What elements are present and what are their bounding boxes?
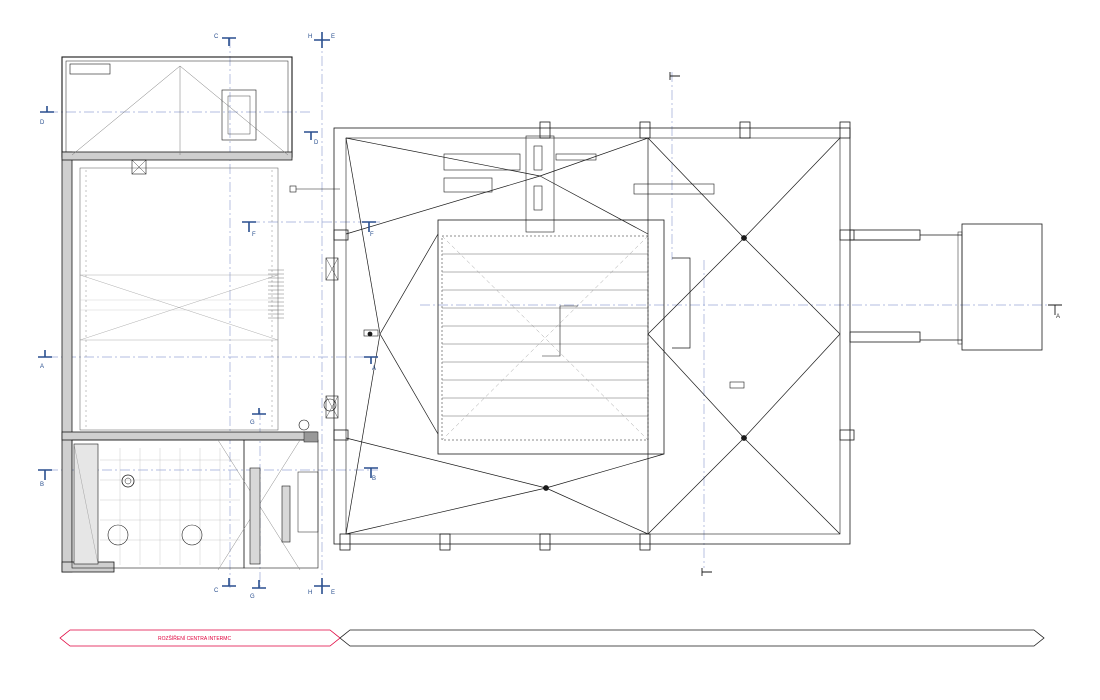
phase-band-left-label: ROZŠÍŘENÍ CENTRA INTERMC	[158, 634, 231, 642]
section-marker-a-right: A	[1056, 314, 1060, 320]
section-marker-d-left: D	[40, 120, 45, 126]
section-marker-a-left: A	[40, 364, 44, 370]
section-marker-d-right: D	[314, 140, 319, 146]
section-marker-c-top: C	[214, 34, 219, 40]
left-wing	[61, 56, 340, 573]
section-marker-g-top: G	[250, 420, 255, 426]
phase-band-right	[339, 629, 1045, 647]
section-marker-a-mid: A	[372, 366, 376, 372]
right-pavilion	[325, 121, 1043, 551]
section-marker-c-bottom: C	[214, 588, 219, 594]
section-marker-g-bottom: G	[250, 594, 255, 600]
section-marker-e-bottom: E	[331, 590, 335, 596]
section-marker-e-top: E	[331, 34, 335, 40]
phase-bands: ROZŠÍŘENÍ CENTRA INTERMC	[59, 629, 1045, 647]
section-marker-b-left: B	[40, 482, 44, 488]
section-marker-f-right: F	[370, 232, 374, 238]
section-marker-b-right: B	[372, 476, 376, 482]
section-marker-f-left: F	[252, 232, 256, 238]
section-markers: A A A B B C C D D H E H E F F G G	[38, 32, 1062, 600]
section-marker-h-top: H	[308, 34, 312, 40]
section-marker-h-bottom: H	[308, 590, 312, 596]
phase-band-left	[59, 629, 341, 647]
